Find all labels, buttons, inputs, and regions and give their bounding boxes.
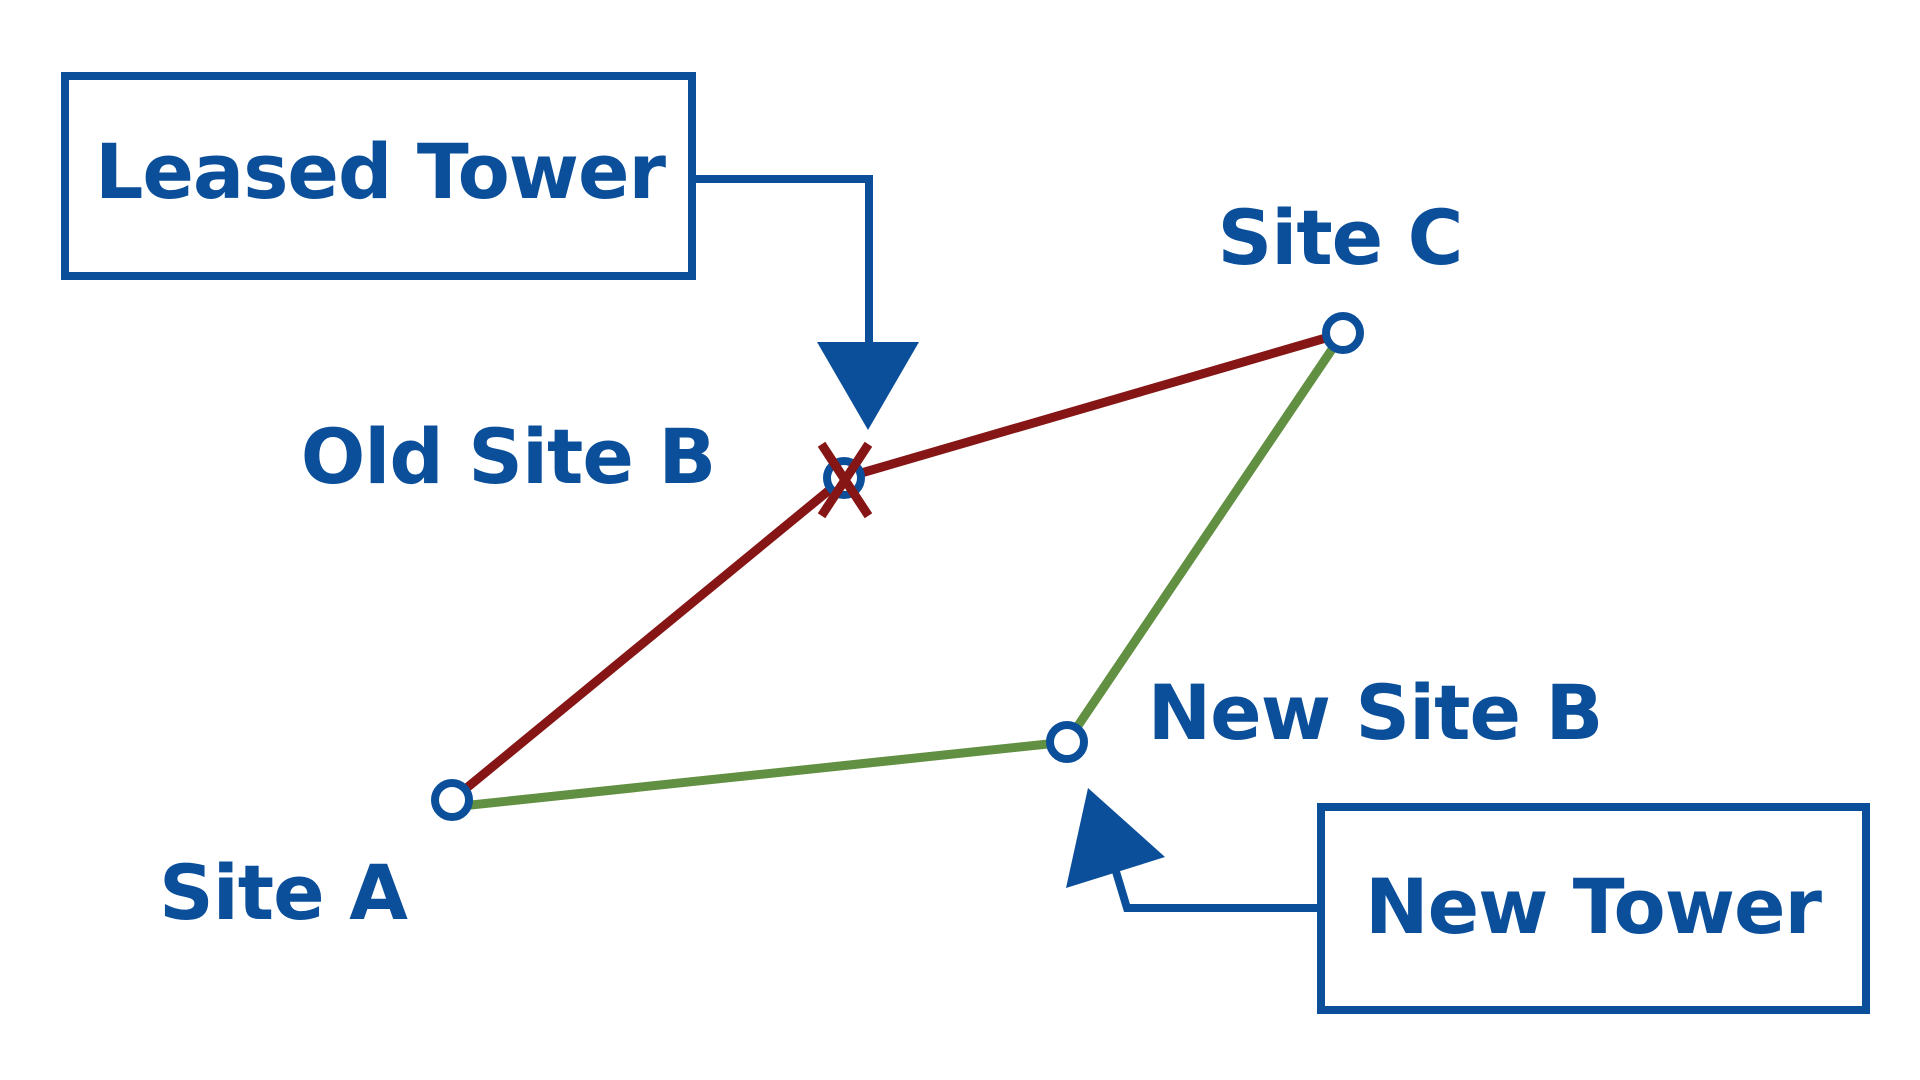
new-site-b-node — [1046, 721, 1088, 763]
leased-tower-label: Leased Tower — [95, 127, 667, 216]
new-tower-connector — [1110, 863, 1321, 912]
link-site-a-old-site-b — [447, 473, 849, 805]
link-old-site-b-site-c — [839, 328, 1348, 483]
site-a-label: Site A — [159, 848, 408, 937]
site-c-label: Site C — [1218, 193, 1463, 282]
x-mark-icon — [817, 441, 873, 519]
new-tower-label: New Tower — [1365, 862, 1823, 951]
arrow-icon — [1066, 788, 1165, 888]
new-site-b-label: New Site B — [1148, 668, 1603, 757]
leased-tower-connector — [692, 175, 873, 345]
site-c-node — [1322, 312, 1364, 354]
link-site-a-new-site-b — [447, 737, 1072, 812]
site-a-node — [431, 779, 473, 821]
arrow-icon — [817, 342, 919, 430]
link-new-site-b-site-c — [1062, 328, 1348, 747]
old-site-b-label: Old Site B — [301, 412, 716, 501]
